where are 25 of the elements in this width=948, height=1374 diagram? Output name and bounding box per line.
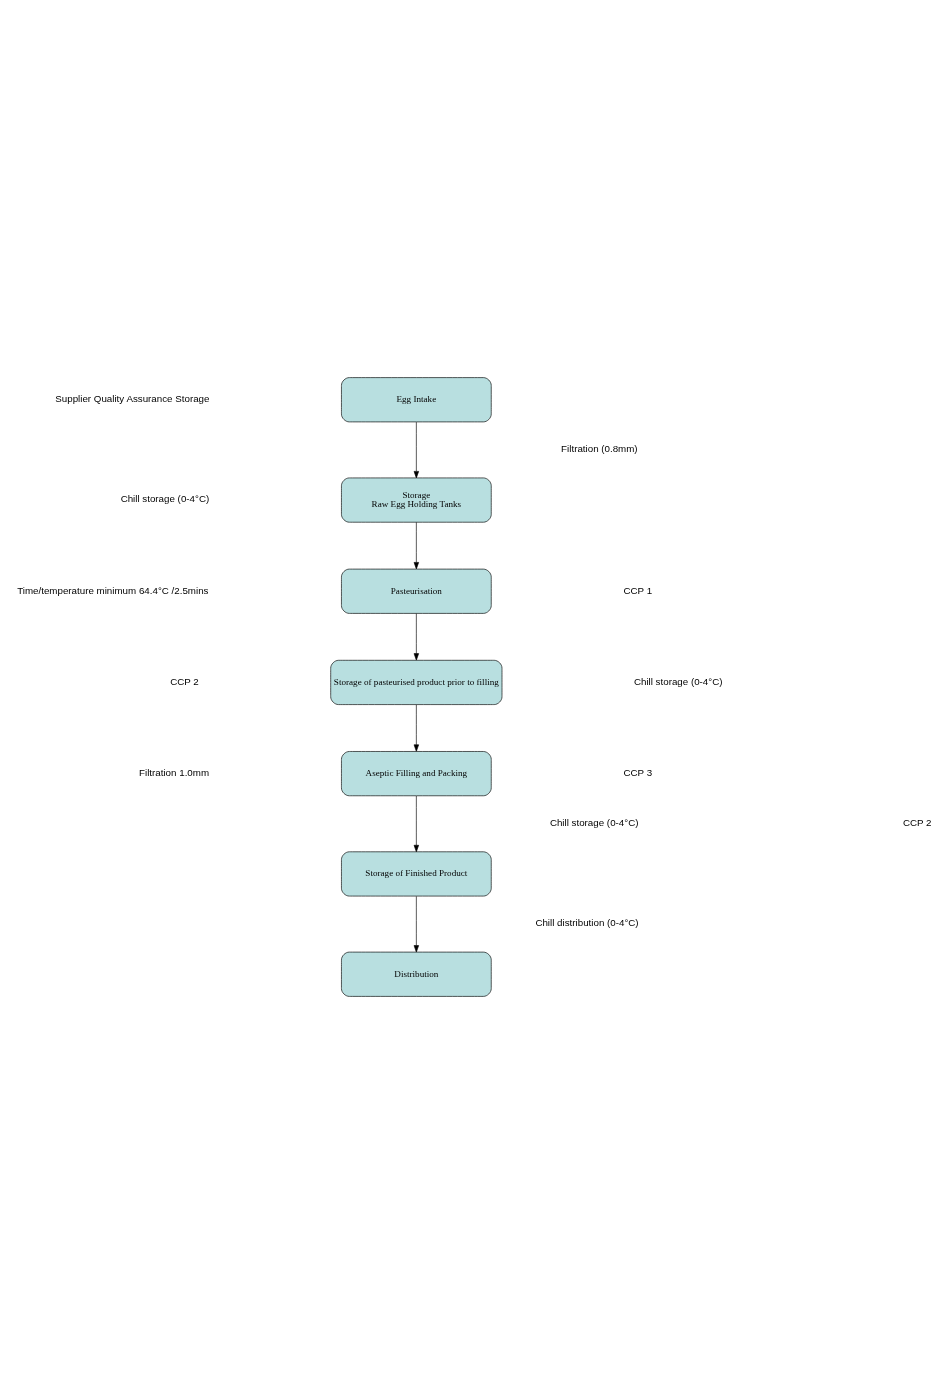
arrow <box>413 613 419 661</box>
label: Chill distribution (0-4°C) <box>535 917 639 929</box>
node-box: Egg Intake <box>341 377 492 423</box>
label: Supplier Quality Assurance Storage <box>55 393 210 405</box>
label: CCP 1 <box>623 584 653 596</box>
node-box: Distribution <box>341 951 492 997</box>
label: CCP 3 <box>623 766 653 778</box>
label: Filtration (0.8mm) <box>561 443 638 455</box>
label: CCP 2 <box>902 817 932 829</box>
node-box: Aseptic Filling and Packing <box>341 751 492 797</box>
label: CCP 2 <box>170 675 199 687</box>
arrow <box>413 704 419 752</box>
arrow <box>413 521 419 570</box>
node-box: Storage Raw Egg Holding Tanks <box>341 477 492 523</box>
node-box: Storage of Finished Product <box>341 851 492 897</box>
label: Time/temperature minimum 64.4°C /2.5mins <box>17 584 209 596</box>
arrow <box>413 795 419 853</box>
label: Chill storage (0-4°C) <box>120 493 210 505</box>
node-box: Storage of pasteurised product prior to filling <box>330 659 503 705</box>
label: Chill storage (0-4°C) <box>633 675 723 687</box>
label: Filtration 1.0mm <box>139 766 210 778</box>
arrow <box>413 896 419 953</box>
arrow <box>413 421 419 479</box>
label: Chill storage (0-4°C) <box>549 817 639 829</box>
node-box: Pasteurisation <box>341 568 492 614</box>
